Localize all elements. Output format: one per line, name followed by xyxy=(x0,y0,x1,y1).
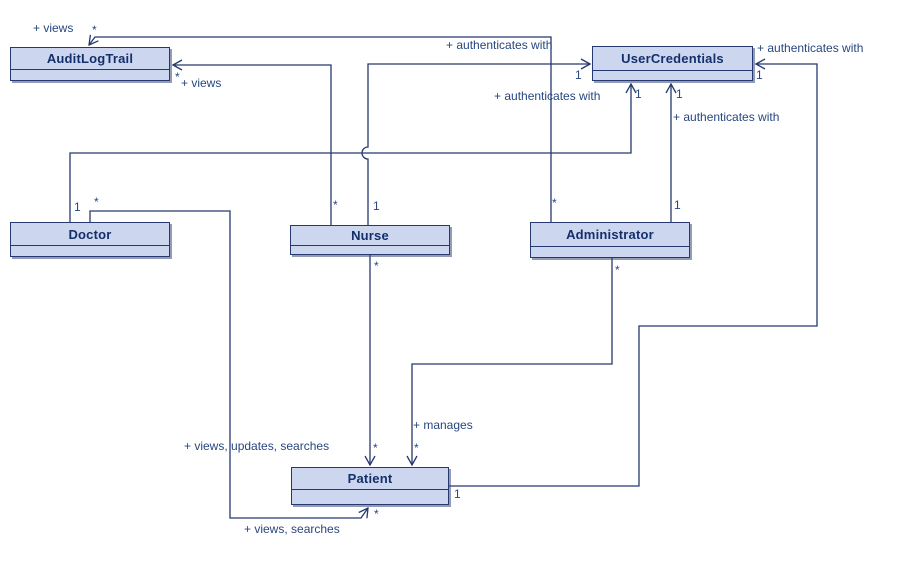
assoc-nurse-authenticates-usercredentials[interactable] xyxy=(361,64,590,225)
class-usercredentials[interactable]: UserCredentials xyxy=(592,46,753,81)
mult-patient-nurse: * xyxy=(373,441,378,455)
class-auditlogtrail[interactable]: AuditLogTrail xyxy=(10,47,170,81)
class-administrator[interactable]: Administrator xyxy=(530,222,690,258)
mult-auditlogtrail-right: * xyxy=(175,70,180,84)
mult-patient-auth: 1 xyxy=(454,487,461,501)
mult-uc-doctor-auth: 1 xyxy=(635,87,642,101)
mult-nurse-auth: 1 xyxy=(373,199,380,213)
label-views-updates-searches: + views, updates, searches xyxy=(184,439,330,453)
label-authenticates-patient: + authenticates with xyxy=(757,41,864,55)
label-views-searches: + views, searches xyxy=(244,522,340,536)
class-title-auditlogtrail: AuditLogTrail xyxy=(11,48,169,70)
class-title-doctor: Doctor xyxy=(11,223,169,246)
assoc-doctor-authenticates-usercredentials[interactable] xyxy=(69,84,631,222)
mult-administrator-views: * xyxy=(552,196,557,210)
mult-auditlogtrail-top: * xyxy=(92,23,97,37)
mult-uc-patient-auth: 1 xyxy=(756,68,763,82)
label-views-right: + views xyxy=(181,76,222,90)
class-title-nurse: Nurse xyxy=(291,226,449,246)
assoc-doctor-views-patient[interactable] xyxy=(89,210,368,519)
label-authenticates-nurse: + authenticates with xyxy=(446,38,553,52)
label-views-top: + views xyxy=(33,21,74,35)
class-title-usercredentials: UserCredentials xyxy=(593,47,752,71)
assoc-patient-authenticates-usercredentials[interactable] xyxy=(449,64,818,487)
mult-nurse-patient: * xyxy=(374,259,379,273)
class-title-administrator: Administrator xyxy=(531,223,689,247)
class-patient[interactable]: Patient xyxy=(291,467,449,505)
label-manages: + manages xyxy=(413,418,473,432)
mult-patient-doctor: * xyxy=(374,507,379,521)
mult-uc-administrator-auth: 1 xyxy=(676,87,683,101)
mult-patient-manages: * xyxy=(414,441,419,455)
assoc-nurse-views-auditlogtrail[interactable] xyxy=(173,65,332,225)
mult-uc-nurse-auth: 1 xyxy=(575,68,582,82)
class-nurse[interactable]: Nurse xyxy=(290,225,450,255)
mult-administrator-auth: 1 xyxy=(674,198,681,212)
mult-doctor-auth: 1 xyxy=(74,200,81,214)
assoc-administrator-manages-patient[interactable] xyxy=(412,258,613,465)
class-title-patient: Patient xyxy=(292,468,448,490)
label-authenticates-doctor: + authenticates with xyxy=(494,89,601,103)
assoc-administrator-views-auditlogtrail[interactable] xyxy=(89,37,552,222)
mult-nurse-views: * xyxy=(333,198,338,212)
mult-administrator-manages: * xyxy=(615,263,620,277)
class-doctor[interactable]: Doctor xyxy=(10,222,170,257)
label-authenticates-administrator: + authenticates with xyxy=(673,110,780,124)
mult-doctor-patient: * xyxy=(94,195,99,209)
